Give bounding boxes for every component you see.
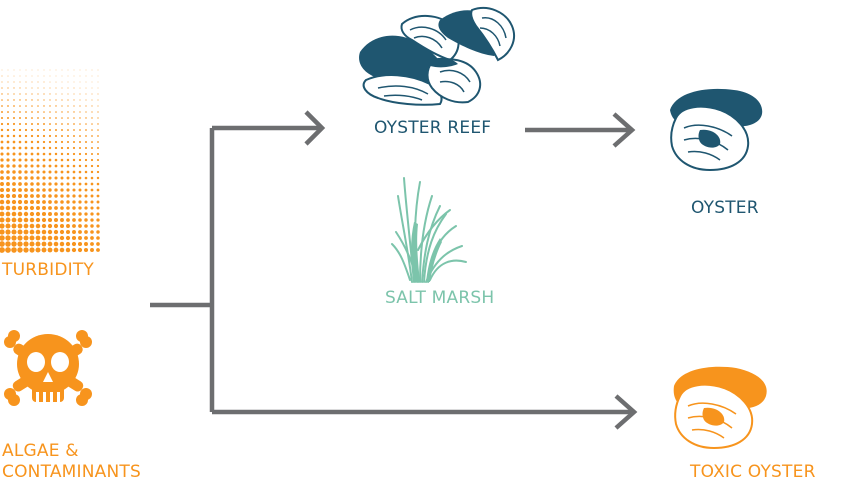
oyster-label: OYSTER: [691, 198, 759, 218]
algae-label-line2: CONTAMINANTS: [2, 462, 141, 482]
salt-marsh-label: SALT MARSH: [385, 288, 494, 308]
toxic-oyster-label: TOXIC OYSTER: [690, 462, 816, 482]
algae-label-line1: ALGAE &: [2, 441, 79, 461]
oyster-reef-label: OYSTER REEF: [374, 118, 491, 138]
turbidity-label: TURBIDITY: [2, 260, 94, 280]
